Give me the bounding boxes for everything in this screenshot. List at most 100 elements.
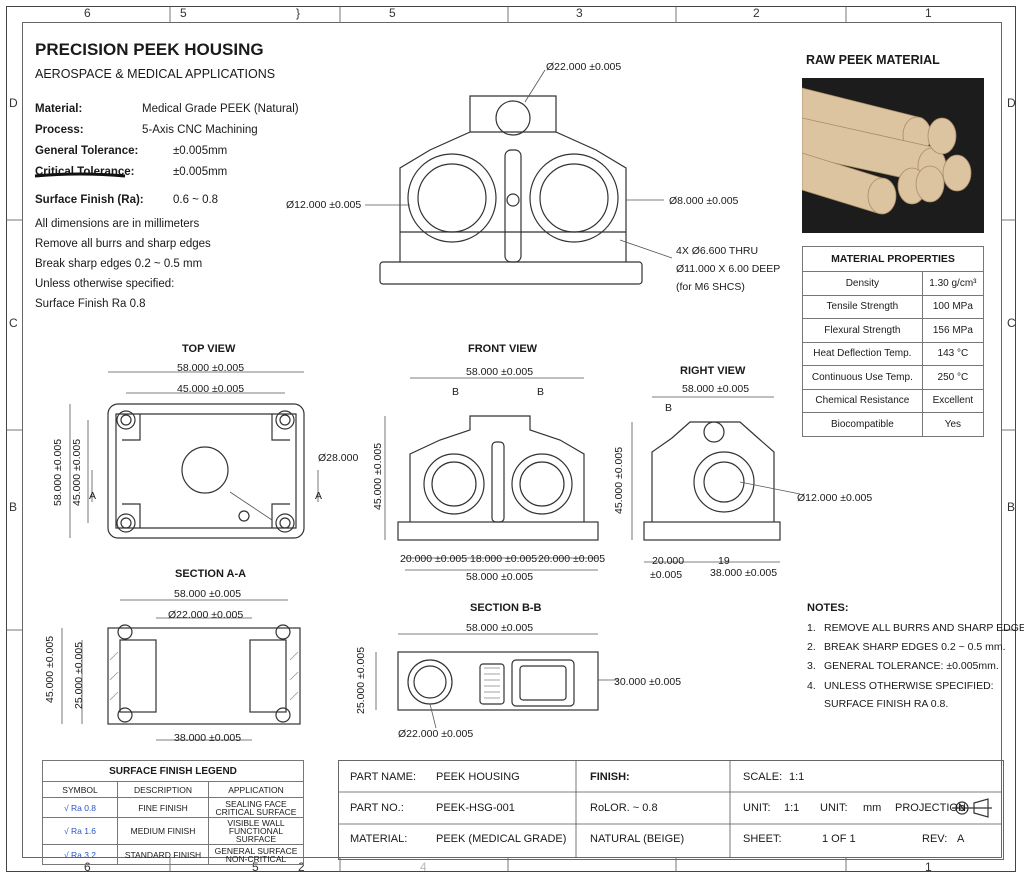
right-view-outline	[643, 421, 781, 541]
top-dim-bore: Ø28.000	[318, 452, 359, 464]
tb-part-name: PEEK HOUSING	[436, 771, 520, 783]
spec-label-surface: Surface Finish (Ra):	[35, 194, 144, 206]
drawing-inner-border	[22, 22, 1002, 858]
legend-app-line2: NON-CRITICAL	[225, 853, 287, 864]
tb-unit2-label: UNIT:	[820, 802, 848, 814]
general-note-3: Break sharp edges 0.2 ~ 0.5 mm	[35, 258, 203, 270]
right-dim-left-tol: ±0.005	[650, 569, 683, 581]
tb-unit-label: UNIT:	[743, 802, 771, 814]
section-a-a-outline	[107, 624, 301, 725]
front-dim-seg-3: 20.000 ±0.005	[538, 553, 606, 565]
legend-desc: STANDARD FINISH	[117, 844, 209, 865]
prop-value: 1.30 g/cm³	[921, 271, 985, 296]
zone-right-b: B	[1007, 500, 1016, 514]
right-dim-height: 45.000 ±0.005	[613, 446, 625, 514]
spec-label-general-tol: General Tolerance:	[35, 145, 139, 157]
tb-part-no: PEEK-HSG-001	[436, 802, 515, 814]
general-note-2: Remove all burrs and sharp edges	[35, 238, 211, 250]
legend-title: SURFACE FINISH LEGEND	[42, 760, 304, 782]
legend-desc: FINE FINISH	[117, 797, 209, 818]
tb-rev-label: REV:	[922, 833, 948, 845]
zone-top-5a: 5	[180, 6, 187, 20]
tb-sheet: 1 OF 1	[822, 833, 856, 845]
zone-top-1: 1	[925, 6, 932, 20]
zone-bottom-4: 4	[420, 860, 427, 874]
top-view-outline	[107, 403, 305, 539]
prop-name: Density	[802, 271, 923, 296]
note-number-4: 4.	[807, 680, 816, 692]
zone-top-6: 6	[84, 6, 91, 20]
prop-name: Tensile Strength	[802, 294, 923, 319]
note-number-3: 3.	[807, 660, 816, 672]
drawing-border	[6, 6, 1016, 872]
section-b-dim-right: 30.000 ±0.005	[614, 676, 682, 688]
iso-dim-right-bore: Ø8.000 ±0.005	[669, 195, 739, 207]
checkmark-icon: √	[63, 849, 71, 860]
section-a-dim-bottom: 38.000 ±0.005	[174, 732, 242, 744]
prop-value: Yes	[921, 412, 985, 437]
tb-finish-label: FINISH:	[590, 771, 630, 783]
note-number-1: 1.	[807, 622, 816, 634]
prop-name: Continuous Use Temp.	[802, 365, 923, 390]
front-view-outline	[397, 415, 599, 541]
zone-left-d: D	[9, 96, 18, 110]
notes-title: NOTES:	[807, 602, 849, 614]
spec-value-general-tol: ±0.005mm	[173, 145, 228, 157]
tb-finish-value: RoLOR. ~ 0.8	[590, 802, 658, 814]
table-row: Continuous Use Temp.250 °C	[802, 365, 985, 390]
section-b-dim-bore: Ø22.000 ±0.005	[398, 728, 474, 740]
section-a-dim-bore: Ø22.000 ±0.005	[168, 609, 244, 621]
prop-value: 100 MPa	[921, 294, 985, 319]
tb-unit-value: 1:1	[784, 802, 800, 814]
zone-left-b: B	[9, 500, 18, 514]
iso-holes-note-1: 4X Ø6.600 THRU	[676, 245, 759, 257]
prop-name: Chemical Resistance	[802, 388, 923, 413]
prop-value: 143 °C	[921, 341, 985, 366]
right-dim-width: 58.000 ±0.005	[682, 383, 750, 395]
front-dim-seg-2: 18.000 ±0.005	[470, 553, 538, 565]
top-view-title: TOP VIEW	[182, 343, 236, 355]
legend-symbol-text: Ra 3.2	[70, 849, 97, 860]
right-section-b-marker: B	[665, 402, 673, 414]
prop-name: Biocompatible	[802, 412, 923, 437]
legend-app-line2: FUNCTIONAL SURFACE	[228, 826, 284, 844]
iso-dim-top-bore: Ø22.000 ±0.005	[546, 61, 622, 73]
legend-app-line1: SEALING FACE	[225, 798, 287, 809]
legend-app-line1: GENERAL SURFACE	[214, 845, 298, 856]
title-block	[338, 760, 1004, 860]
right-dim-mid: 19	[718, 555, 730, 567]
right-dim-left: 20.000	[652, 555, 685, 567]
legend-symbol-text: Ra 1.6	[70, 826, 97, 836]
section-a-dim-h2: 25.000 ±0.005	[73, 641, 85, 709]
note-number-2: 2.	[807, 641, 816, 653]
top-dim-height-outer: 58.000 ±0.005	[52, 438, 64, 506]
legend-header-symbol: SYMBOL	[42, 781, 118, 798]
raw-material-title: RAW PEEK MATERIAL	[806, 53, 940, 67]
tb-unit2: mm	[863, 802, 882, 814]
section-a-a-title: SECTION A-A	[175, 568, 247, 580]
note-item-4: UNLESS OTHERWISE SPECIFIED:	[824, 680, 994, 692]
table-row: √ Ra 3.2 STANDARD FINISH GENERAL SURFACE…	[42, 844, 304, 865]
iso-housing-view	[379, 95, 643, 285]
zone-top-5b: 5	[389, 6, 396, 20]
note-item-1: REMOVE ALL BURRS AND SHARP EDGES.	[824, 622, 1024, 634]
section-a-marker-left: A	[89, 490, 97, 502]
section-a-dim-h1: 45.000 ±0.005	[44, 635, 56, 703]
projection-symbol	[952, 798, 992, 818]
tb-material: PEEK (MEDICAL GRADE)	[436, 833, 567, 845]
zone-right-d: D	[1007, 96, 1016, 110]
legend-symbol-text: Ra 0.8	[70, 802, 97, 813]
iso-holes-note-3: (for M6 SHCS)	[676, 281, 745, 293]
tb-scale-label: SCALE:	[743, 771, 783, 783]
zone-left-c: C	[9, 316, 18, 330]
tb-sheet-label: SHEET:	[743, 833, 782, 845]
